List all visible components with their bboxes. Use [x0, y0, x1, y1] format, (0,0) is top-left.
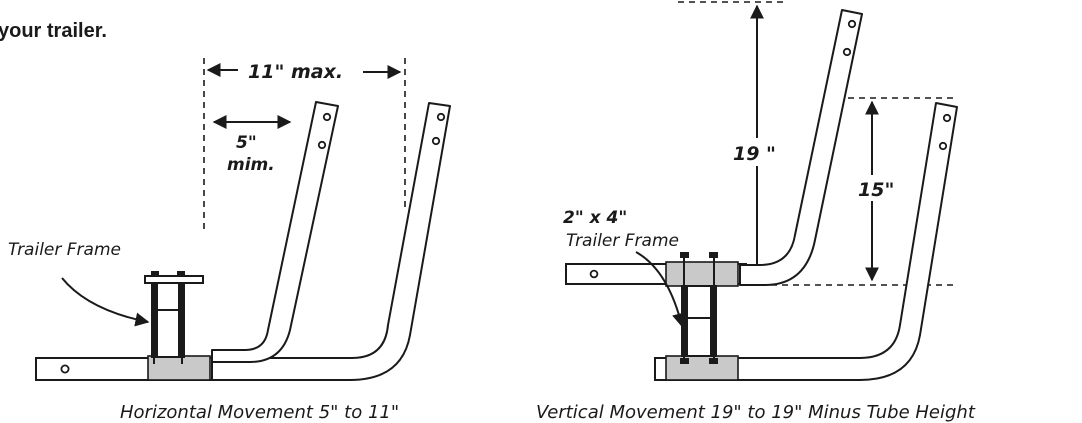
right-frame-callout — [635, 251, 686, 328]
left-mount-bracket — [147, 355, 211, 381]
height-label-bg — [735, 138, 795, 166]
right-lower-bracket — [665, 355, 739, 381]
bunk-arm-outer — [211, 102, 451, 381]
bunk-hole — [847, 19, 857, 29]
right-nut — [709, 252, 718, 258]
bunk-arm-inner — [211, 101, 339, 363]
left-frame-callout — [61, 277, 150, 327]
tube-size-label: 2" x 4" — [563, 208, 627, 228]
right-nut — [709, 358, 718, 364]
max-label: 11" max. — [248, 61, 343, 83]
tube-label: 15" — [858, 179, 894, 201]
bunk-hole — [431, 136, 441, 146]
tube-label-bg — [855, 175, 899, 201]
bunk-hole — [938, 141, 948, 151]
right-diagram: 19 " 15" 2" x 4" Tra — [536, 1, 976, 423]
left-frame-label: Trailer Frame — [8, 240, 121, 260]
right-upper-hole — [589, 269, 599, 279]
left-nut — [151, 271, 159, 276]
min-unit-label: mim. — [227, 155, 275, 175]
left-top-plate — [144, 275, 204, 284]
left-diagram: 11" max. 5" mim. Trailer Frame — [8, 58, 451, 423]
right-frame-label: Trailer Frame — [566, 231, 679, 251]
right-caption: Vertical Movement 19" to 19" Minus Tube … — [536, 402, 976, 423]
right-nut — [680, 252, 689, 258]
upper-bunk-arm — [739, 9, 863, 286]
height-label: 19 " — [733, 143, 776, 165]
right-nut — [680, 358, 689, 364]
right-upper-bracket — [665, 261, 739, 287]
left-nut — [177, 271, 185, 276]
lower-bunk-arm — [714, 102, 958, 381]
header-text: your trailer. — [0, 20, 107, 42]
left-base-hole — [60, 364, 70, 374]
bunk-hole — [942, 113, 952, 123]
bunk-hole — [317, 140, 327, 150]
bunk-hole — [322, 112, 332, 122]
bunk-hole — [436, 112, 446, 122]
min-value-label: 5" — [236, 133, 257, 153]
bunk-hole — [842, 47, 852, 57]
left-caption: Horizontal Movement 5" to 11" — [120, 402, 399, 423]
